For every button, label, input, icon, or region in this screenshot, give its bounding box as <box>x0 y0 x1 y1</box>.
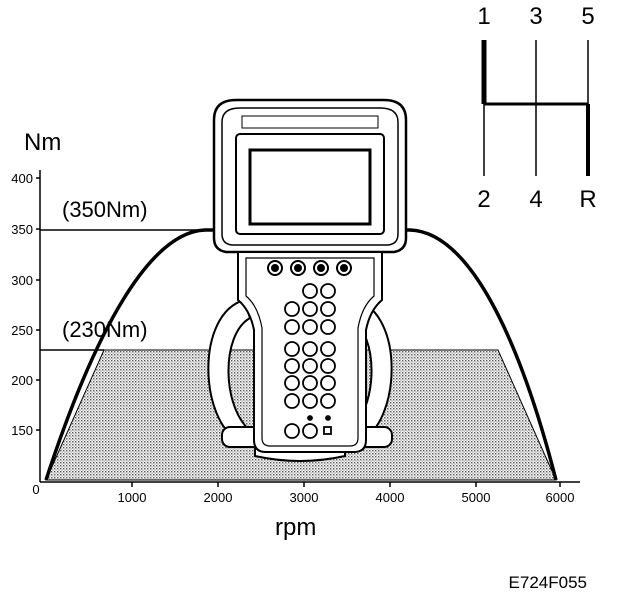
x-axis-title: rpm <box>275 514 316 541</box>
keypad <box>284 283 336 439</box>
x-tick-2000: 2000 <box>204 490 233 505</box>
x-tick-6000: 6000 <box>546 490 575 505</box>
y-axis-title: Nm <box>24 129 61 156</box>
figure-code: E724F055 <box>509 573 587 592</box>
y-tick-400: 400 <box>11 171 33 186</box>
y-tick-350: 350 <box>11 222 33 237</box>
gear-label-2: 2 <box>477 186 490 213</box>
gear-label-4: 4 <box>529 186 542 213</box>
function-buttons <box>267 260 352 276</box>
y-tick-150: 150 <box>11 423 33 438</box>
y-tick-0: 0 <box>32 482 39 497</box>
gear-label-1: 1 <box>477 3 490 30</box>
gear-label-3: 3 <box>529 3 542 30</box>
gear-label-5: 5 <box>581 3 594 30</box>
y-tick-250: 250 <box>11 323 33 338</box>
peak-label-230: (230Nm) <box>62 317 148 342</box>
display-screen <box>248 148 372 226</box>
x-tick-5000: 5000 <box>462 490 491 505</box>
y-tick-300: 300 <box>11 273 33 288</box>
x-tick-3000: 3000 <box>290 490 319 505</box>
scan-tool-device <box>207 98 408 462</box>
x-tick-1000: 1000 <box>118 490 147 505</box>
x-tick-4000: 4000 <box>376 490 405 505</box>
y-tick-200: 200 <box>11 373 33 388</box>
axes <box>36 170 580 487</box>
peak-label-350: (350Nm) <box>62 197 148 222</box>
gear-shift-pattern: 1 3 5 2 4 R <box>477 3 596 213</box>
gear-label-r: R <box>579 186 596 213</box>
